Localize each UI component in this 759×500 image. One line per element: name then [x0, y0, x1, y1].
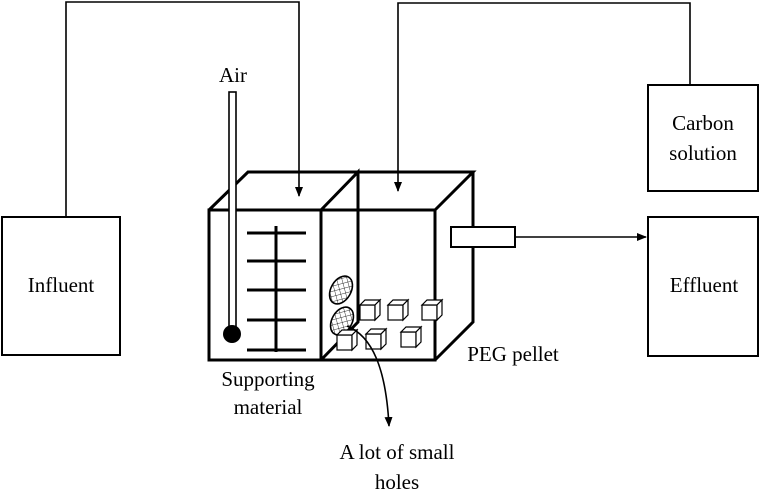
supporting-material-label-line2: material [234, 395, 303, 419]
carbon-solution-label-line2: solution [669, 141, 737, 165]
hole-icon [329, 306, 355, 336]
cube-icon [420, 298, 444, 322]
peg-pellet-label: PEG pellet [467, 342, 559, 366]
influent-feed-line [65, 1, 303, 217]
cube-icon [399, 325, 423, 349]
cube-icon [358, 298, 382, 322]
effluent-box: Effluent [647, 216, 759, 357]
air-diffuser [223, 325, 241, 343]
small-holes [328, 275, 355, 336]
holes-label-line1: A lot of small [340, 440, 455, 464]
carbon-feed-line [394, 2, 691, 192]
holes-label-line2: holes [375, 470, 419, 494]
effluent-label: Effluent [670, 273, 739, 297]
influent-label: Influent [28, 273, 95, 297]
outlet-pipe [450, 226, 516, 248]
air-label: Air [219, 63, 247, 87]
air-pipe [223, 91, 241, 343]
supporting-material-label-line1: Supporting [221, 367, 315, 391]
carbon-solution-box: Carbon solution [647, 84, 759, 192]
holes-pointer [346, 325, 393, 427]
peg-pellets [335, 298, 444, 352]
supporting-material-rack [247, 226, 306, 352]
influent-box: Influent [1, 216, 121, 356]
hole-icon [328, 275, 354, 305]
carbon-solution-label-line1: Carbon [672, 111, 734, 135]
cube-icon [335, 328, 359, 352]
cube-icon [386, 298, 410, 322]
